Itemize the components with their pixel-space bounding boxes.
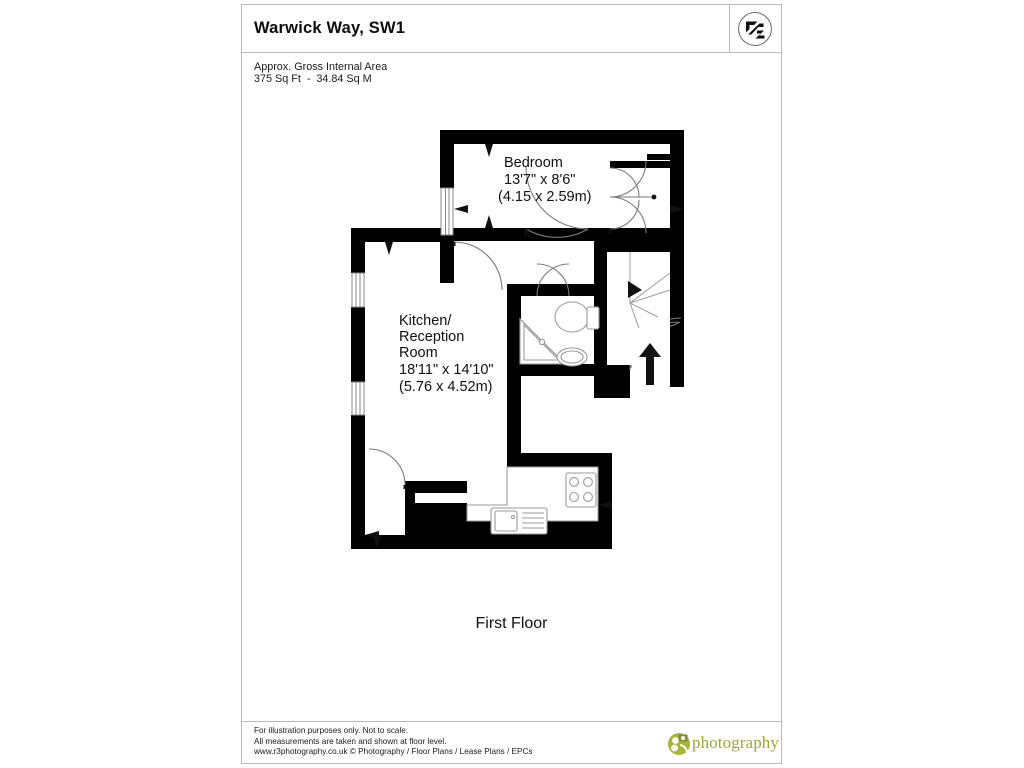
kitchen-label-imperial: 18'11" x 14'10": [399, 362, 494, 378]
staircase: [607, 252, 671, 365]
room-labels: Bedroom 13'7" x 8'6" (4.15 x 2.59m) Kitc…: [399, 155, 592, 395]
photography-logo-icon: [667, 733, 690, 755]
direction-arrows: [365, 144, 684, 548]
kitchen-label-metric: (5.76 x 4.52m): [399, 379, 493, 395]
floor-plan-drawing: Bedroom 13'7" x 8'6" (4.15 x 2.59m) Kitc…: [242, 85, 781, 645]
hob: [565, 472, 597, 508]
floor-plan-svg: Bedroom 13'7" x 8'6" (4.15 x 2.59m) Kitc…: [351, 130, 684, 549]
bedroom-label-metric: (4.15 x 2.59m): [498, 189, 592, 205]
floor-level-label: First Floor: [475, 615, 548, 632]
floorplan-page: Warwick Way, SW1 Approx. Gross Internal …: [241, 4, 782, 764]
page-title: Warwick Way, SW1: [254, 19, 406, 37]
area-note-line1: Approx. Gross Internal Area: [254, 61, 388, 73]
disclaimer-line1: For illustration purposes only. Not to s…: [254, 726, 409, 735]
page-footer: For illustration purposes only. Not to s…: [242, 721, 781, 763]
kitchen-label-line3: Room: [399, 345, 438, 361]
disclaimer-text: For illustration purposes only. Not to s…: [254, 726, 533, 758]
bathroom-fixtures: [519, 301, 600, 367]
brand-logo-cell: [729, 5, 781, 52]
disclaimer-line2: All measurements are taken and shown at …: [254, 736, 447, 746]
page-header: Warwick Way, SW1: [242, 5, 781, 53]
photography-brand-logo: photography: [666, 728, 779, 758]
photography-logo-word: photography: [691, 733, 779, 752]
toilet: [554, 301, 590, 333]
disclaimer-line3[interactable]: www.r3photography.co.uk © Photography / …: [254, 747, 533, 757]
bedroom-label-imperial: 13'7" x 8'6": [504, 172, 575, 188]
kitchen-label-line1: Kitchen/: [399, 313, 452, 329]
r3-logo-icon: [738, 12, 772, 46]
area-note-line2: 375 Sq Ft - 34.84 Sq M: [254, 73, 372, 86]
windows: [351, 187, 454, 416]
entry-arrow: [639, 343, 661, 385]
kitchen-fixtures: [466, 466, 599, 535]
gross-internal-area: Approx. Gross Internal Area 375 Sq Ft - …: [254, 61, 387, 86]
kitchen-label-line2: Reception: [399, 329, 464, 345]
wall-structure: [351, 130, 684, 549]
bedroom-label-name: Bedroom: [504, 155, 563, 171]
